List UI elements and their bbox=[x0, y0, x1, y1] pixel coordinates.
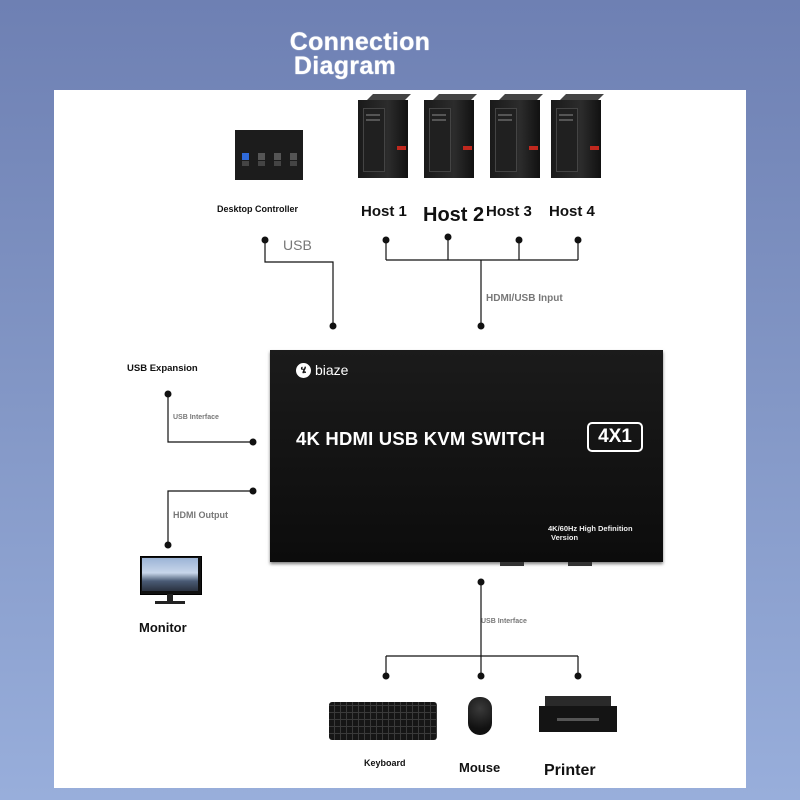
keyboard-icon bbox=[329, 702, 437, 740]
node-dot bbox=[574, 672, 582, 680]
host-3-label: Host 3 bbox=[486, 203, 532, 220]
hdmi-usb-input-label: HDMI/USB Input bbox=[486, 293, 563, 304]
host-1-label: Host 1 bbox=[361, 203, 407, 220]
kvm-version-text: 4K/60Hz High Definition Version bbox=[548, 524, 633, 542]
node-dot bbox=[444, 233, 452, 241]
kvm-port-badge: 4X1 bbox=[587, 422, 643, 452]
usb-label: USB bbox=[283, 237, 312, 253]
kvm-model-name: 4K HDMI USB KVM SWITCH bbox=[296, 428, 546, 449]
version-line-1: 4K/60Hz High Definition bbox=[548, 524, 633, 533]
brand-logo: ሄ biaze bbox=[296, 362, 348, 378]
mouse-label: Mouse bbox=[459, 760, 501, 775]
title-line-2: Diagram bbox=[293, 52, 397, 80]
node-dot bbox=[249, 438, 257, 446]
node-dot bbox=[477, 578, 485, 586]
title-line-1: Connection bbox=[289, 28, 431, 56]
printer-label: Printer bbox=[544, 762, 596, 779]
host-4-label: Host 4 bbox=[549, 203, 595, 220]
node-dot bbox=[164, 541, 172, 549]
desktop-controller-label: Desktop Controller bbox=[217, 204, 299, 214]
host-4-icon bbox=[551, 94, 604, 178]
node-dot bbox=[515, 236, 523, 244]
brand-icon: ሄ bbox=[296, 362, 311, 378]
node-dot bbox=[382, 236, 390, 244]
version-line-2: Version bbox=[551, 533, 579, 542]
monitor-icon bbox=[140, 556, 202, 606]
node-dot bbox=[477, 672, 485, 680]
node-dot bbox=[164, 390, 172, 398]
page-title: Connection Diagram bbox=[250, 28, 470, 79]
usb-line bbox=[264, 240, 334, 326]
host-1-icon bbox=[358, 94, 411, 178]
desktop-controller-icon bbox=[235, 130, 303, 180]
hdmi-output-line bbox=[167, 490, 253, 545]
node-dot bbox=[574, 236, 582, 244]
mouse-icon bbox=[468, 697, 492, 735]
keyboard-label: Keyboard bbox=[364, 758, 406, 768]
host-2-icon bbox=[424, 94, 477, 178]
host-2-label: Host 2 bbox=[421, 204, 487, 227]
node-dot bbox=[329, 322, 337, 330]
kvm-switch-device: ሄ biaze 4K HDMI USB KVM SWITCH 4X1 4K/60… bbox=[270, 350, 663, 566]
node-dot bbox=[477, 322, 485, 330]
node-dot bbox=[249, 487, 257, 495]
node-dot bbox=[261, 236, 269, 244]
printer-icon bbox=[539, 696, 617, 736]
usb-interface-left-label: USB Interface bbox=[173, 414, 219, 421]
monitor-label: Monitor bbox=[139, 620, 187, 635]
usb-expansion-label: USB Expansion bbox=[127, 363, 198, 374]
usb-interface-bottom-label: USB Interface bbox=[481, 618, 527, 625]
hdmi-output-label: HDMI Output bbox=[173, 510, 228, 520]
brand-name: biaze bbox=[315, 362, 349, 378]
host-3-icon bbox=[490, 94, 543, 178]
node-dot bbox=[382, 672, 390, 680]
usb-expansion-line bbox=[167, 394, 253, 443]
